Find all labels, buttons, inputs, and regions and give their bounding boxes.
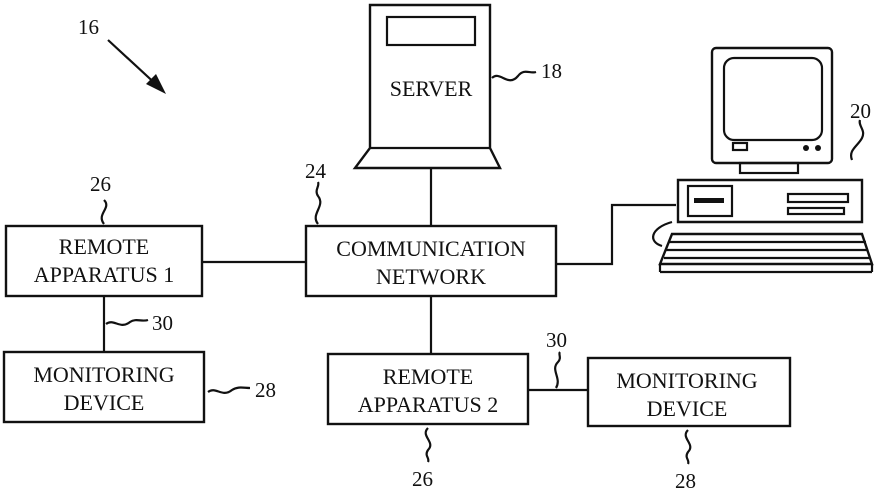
remote-apparatus-2-leader: [426, 428, 431, 462]
network-computer-link: [556, 205, 676, 264]
monitoring-device-2-line1: MONITORING: [616, 368, 757, 393]
monitoring-device-2-leader: [686, 430, 691, 464]
monitoring-device-1-ref: 28: [255, 378, 276, 402]
remote-apparatus-2-line1: REMOTE: [383, 364, 473, 389]
computer-leader: [851, 120, 863, 160]
server-leader: [492, 72, 536, 81]
remote-apparatus-2-line2: APPARATUS 2: [358, 392, 498, 417]
network-ref: 24: [305, 159, 327, 183]
link-1-ref: 30: [152, 311, 173, 335]
server-ref: 18: [541, 59, 562, 83]
monitoring-device-1-line1: MONITORING: [33, 362, 174, 387]
network-leader: [316, 182, 321, 224]
remote-apparatus-2-ref: 26: [412, 467, 433, 489]
monitoring-device-1-line2: DEVICE: [64, 390, 145, 415]
computer-ref: 20: [850, 99, 871, 123]
monitoring-device-2-line2: DEVICE: [647, 396, 728, 421]
figure-arrow: [108, 40, 166, 94]
remote-apparatus-1-ref: 26: [90, 172, 111, 196]
link-2-leader: [555, 352, 560, 388]
remote-apparatus-1-line1: REMOTE: [59, 234, 149, 259]
network-label-line2: NETWORK: [376, 264, 486, 289]
server-label: SERVER: [390, 76, 473, 101]
link-2-ref: 30: [546, 328, 567, 352]
monitoring-device-2-ref: 28: [675, 469, 696, 489]
remote-apparatus-1-line2: APPARATUS 1: [34, 262, 174, 287]
network-label-line1: COMMUNICATION: [336, 236, 526, 261]
monitoring-device-1-leader: [208, 388, 250, 393]
remote-apparatus-1-leader: [102, 200, 107, 224]
computer-icon: [653, 48, 872, 272]
figure-ref-label: 16: [78, 15, 99, 39]
link-1-leader: [106, 320, 148, 325]
